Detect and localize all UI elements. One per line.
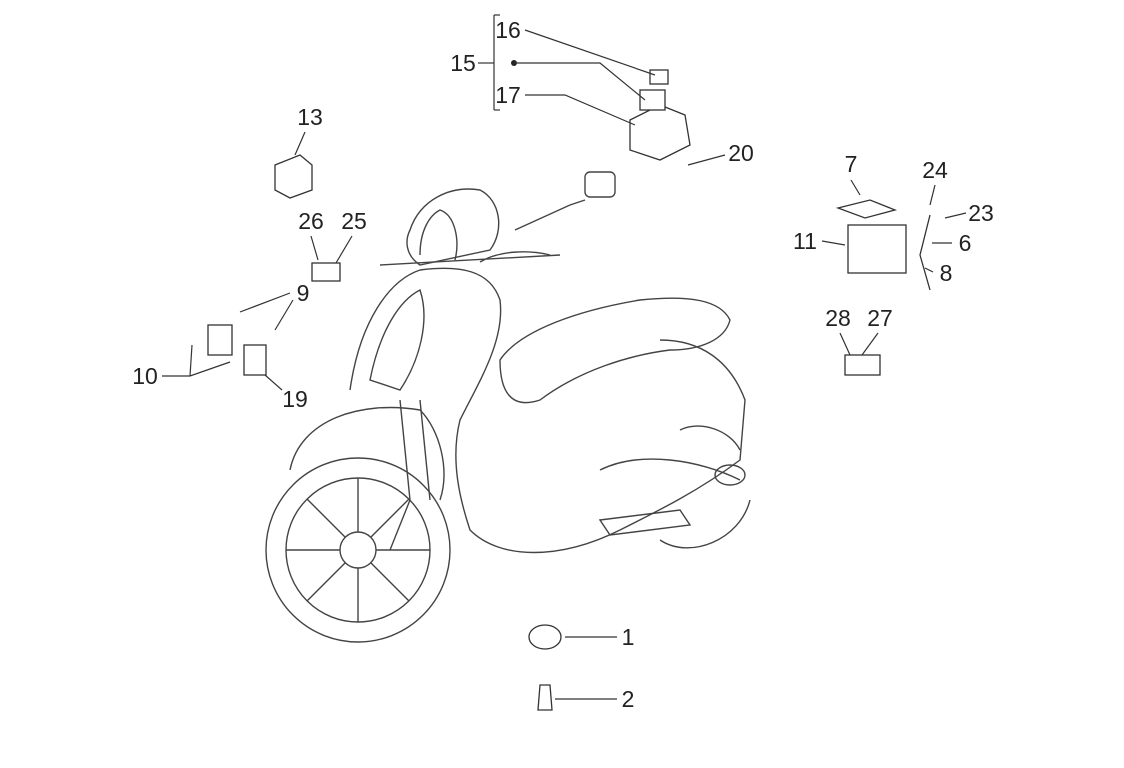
callout-1: 1: [622, 624, 635, 650]
callout-15: 15: [450, 50, 476, 76]
callout-23: 23: [968, 200, 994, 226]
scooter-illustration: [265, 171, 751, 643]
callout-26: 26: [298, 208, 324, 234]
callout-27: 27: [867, 305, 893, 331]
callout-19: 19: [282, 386, 308, 412]
callout-11: 11: [793, 228, 817, 254]
callout-28: 28: [825, 305, 851, 331]
callout-9: 9: [297, 280, 310, 306]
part-shapes: [207, 69, 931, 711]
callout-24: 24: [922, 157, 948, 183]
callout-7: 7: [845, 151, 858, 177]
leader-lines: [162, 14, 967, 700]
callout-13: 13: [297, 104, 323, 130]
callout-labels: 16 15 17 20 13 26 25 9 10 19 7 24 23 11 …: [132, 17, 994, 712]
callout-17: 17: [495, 82, 521, 108]
callout-2: 2: [622, 686, 635, 712]
callout-16: 16: [495, 17, 521, 43]
callout-25: 25: [341, 208, 367, 234]
callout-8: 8: [940, 260, 953, 286]
callout-10: 10: [132, 363, 158, 389]
callout-20: 20: [728, 140, 754, 166]
callout-6: 6: [959, 230, 972, 256]
